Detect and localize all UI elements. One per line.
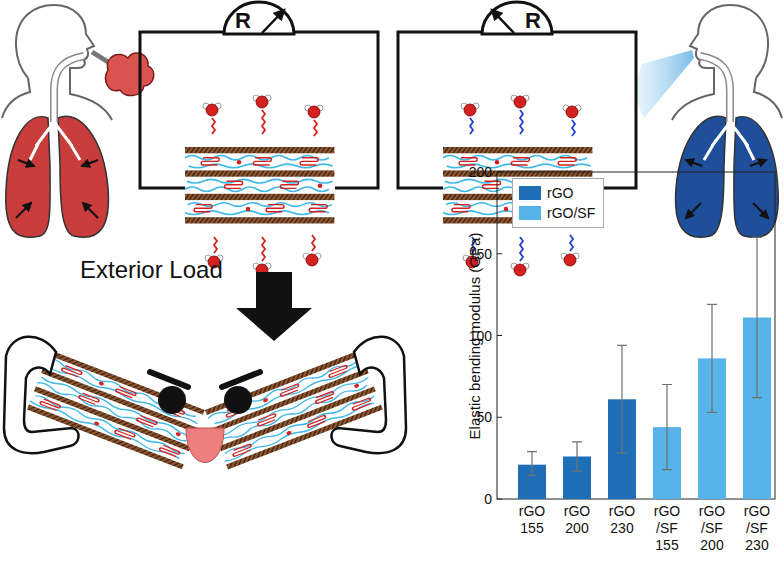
category-label: rGO 155 <box>512 503 552 537</box>
rgo-sf-film <box>185 147 592 224</box>
meter-outline <box>480 0 554 36</box>
category-label: rGO /SF 200 <box>692 503 732 554</box>
bent-film <box>27 350 383 469</box>
load-arrow <box>236 272 312 341</box>
water-interactions <box>212 110 575 261</box>
resistance-meter: R <box>222 0 296 36</box>
legend-swatch <box>519 186 541 200</box>
tick-label: 200 <box>469 165 492 179</box>
legend-row: rGO/SF <box>519 203 595 223</box>
axis-title: Elastic bending modulus (GPa) <box>467 233 482 440</box>
legend-text: rGO/SF <box>547 205 595 221</box>
meter-dome <box>224 2 294 34</box>
category-label: rGO /SF 155 <box>647 503 687 554</box>
legend-swatch <box>519 206 541 220</box>
resistance-meter: R <box>480 0 554 36</box>
legend-text: rGO <box>547 185 573 201</box>
cartoon-face <box>150 372 260 463</box>
bar-chart <box>497 172 775 499</box>
category-label: rGO 230 <box>602 503 642 537</box>
category-label: rGO 200 <box>557 503 597 537</box>
meter-needle <box>262 10 284 33</box>
meter-outline <box>222 0 296 36</box>
tick-label: 0 <box>484 492 492 506</box>
meter-label: R <box>235 9 251 33</box>
meter-label: R <box>525 9 541 33</box>
water-molecules <box>203 95 581 276</box>
meter-needle <box>492 10 514 33</box>
load-label: Exterior Load <box>80 256 223 285</box>
inhaling-person <box>2 5 154 237</box>
legend-row: rGO <box>519 183 595 203</box>
meter-dome <box>482 2 552 34</box>
category-label: rGO /SF 230 <box>737 503 777 554</box>
exhaling-person <box>636 5 782 237</box>
chart-legend: rGO rGO/SF <box>512 178 604 228</box>
